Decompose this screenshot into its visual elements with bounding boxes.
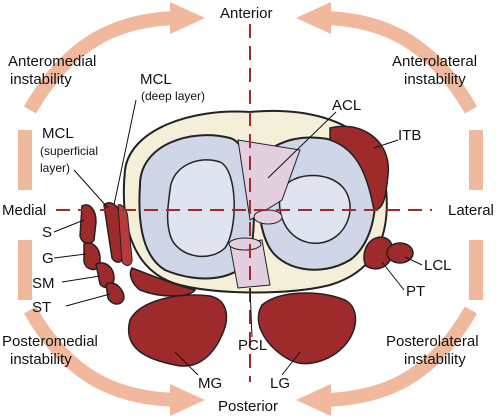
lateral-gastrocnemius — [257, 292, 357, 365]
label-anterolateral-2: instability — [404, 71, 466, 88]
label-mcl-deep-1: MCL — [140, 71, 172, 88]
mcl-deep-band — [117, 204, 133, 266]
label-st: ST — [32, 299, 51, 316]
medial-tibial-surface — [166, 159, 235, 258]
label-acl: ACL — [332, 97, 361, 114]
label-anteromedial-2: instability — [10, 71, 72, 88]
label-pt: PT — [406, 283, 425, 300]
leader-lines — [53, 99, 423, 376]
pcl-top — [228, 237, 262, 251]
label-anteromedial-1: Anteromedial — [8, 53, 96, 70]
label-posteromedial-1: Posteromedial — [2, 333, 98, 350]
arrow-posteromedial — [23, 306, 205, 416]
label-medial: Medial — [2, 202, 46, 219]
label-mcl-superficial-2: (superficial — [40, 144, 98, 158]
itb — [329, 125, 389, 211]
label-mcl-deep-2: (deep layer) — [141, 89, 205, 103]
popliteus-tendon — [363, 236, 394, 270]
acl — [237, 139, 301, 221]
arrow-anterolateral — [296, 2, 478, 114]
label-mcl-superficial-3: layer) — [40, 161, 70, 175]
label-lg: LG — [270, 375, 290, 392]
lateral-tibial-surface — [278, 174, 351, 244]
acl-stump — [253, 209, 283, 225]
label-mg: MG — [198, 375, 222, 392]
arrow-anteromedial — [23, 2, 205, 114]
lcl-shape — [386, 242, 414, 264]
label-s: S — [42, 224, 52, 241]
medial-gastrocnemius — [127, 294, 228, 367]
label-anterior: Anterior — [220, 5, 273, 22]
label-lcl: LCL — [424, 257, 452, 274]
label-g: G — [42, 250, 54, 267]
label-pcl: PCL — [238, 337, 267, 354]
label-mcl-superficial-1: MCL — [42, 125, 74, 142]
label-posterolateral-2: instability — [404, 351, 466, 368]
label-lateral: Lateral — [448, 202, 494, 219]
arrow-posterolateral — [296, 306, 478, 416]
sartorius — [79, 204, 97, 245]
semimembranosus — [95, 262, 115, 289]
label-itb: ITB — [398, 127, 421, 144]
label-posteromedial-2: instability — [10, 351, 72, 368]
label-sm: SM — [32, 275, 55, 292]
label-posterior: Posterior — [218, 398, 278, 415]
label-posterolateral-1: Posterolateral — [386, 333, 479, 350]
semitendinosus — [105, 282, 125, 305]
label-anterolateral-1: Anterolateral — [392, 53, 477, 70]
